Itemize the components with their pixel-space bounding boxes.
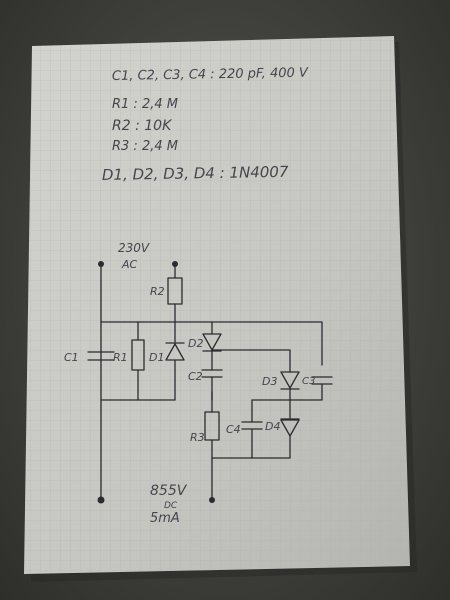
resistor-r3 bbox=[204, 411, 220, 441]
label-r2: R2 bbox=[150, 285, 165, 298]
resistor-r2 bbox=[167, 277, 183, 305]
label-c3: C3 bbox=[302, 376, 315, 387]
output-terminal bbox=[97, 496, 105, 504]
output-node bbox=[209, 497, 215, 503]
resistor-r1 bbox=[131, 339, 145, 371]
label-r3: R3 bbox=[190, 431, 205, 444]
label-d1: D1 bbox=[149, 351, 164, 364]
capacitor-c1 bbox=[87, 351, 115, 361]
label-c1: C1 bbox=[64, 351, 79, 364]
circuit-schematic: C1 R1 D1 R2 D2 C2 bbox=[64, 261, 333, 504]
output-voltage-label: 855V bbox=[150, 483, 188, 499]
input-voltage-label: 230V bbox=[118, 241, 150, 255]
note-diodes: D1, D2, D3, D4 : 1N4007 bbox=[102, 163, 289, 184]
paper-grid bbox=[24, 36, 410, 574]
input-type-label: AC bbox=[121, 258, 138, 271]
label-d4: D4 bbox=[265, 420, 280, 433]
label-d2: D2 bbox=[188, 337, 203, 350]
output-current-label: 5mA bbox=[150, 511, 180, 526]
label-c2: C2 bbox=[188, 370, 203, 383]
label-c4: C4 bbox=[226, 423, 241, 436]
output-type-label: DC bbox=[164, 501, 178, 511]
label-r1: R1 bbox=[113, 351, 128, 364]
capacitor-c4 bbox=[241, 421, 263, 430]
diode-d4 bbox=[280, 418, 300, 437]
label-d3: D3 bbox=[262, 375, 277, 388]
note-r3: R3 : 2,4 M bbox=[112, 139, 178, 154]
note-capacitors: C1, C2, C3, C4 : 220 pF, 400 V bbox=[112, 66, 309, 84]
component-notes: C1, C2, C3, C4 : 220 pF, 400 V R1 : 2,4 … bbox=[102, 66, 309, 184]
note-r1: R1 : 2,4 M bbox=[112, 97, 178, 112]
diode-d1 bbox=[165, 342, 185, 361]
note-r2: R2 : 10K bbox=[112, 118, 173, 134]
